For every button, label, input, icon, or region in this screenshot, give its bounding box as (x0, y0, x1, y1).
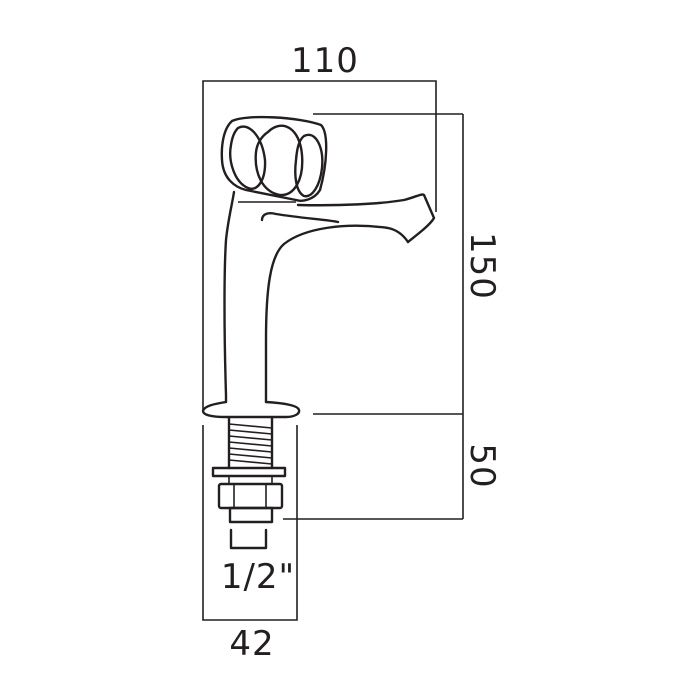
width-frame-line (202, 80, 437, 410)
tap-height-label: 150 (462, 232, 502, 300)
base-frame-line (202, 425, 298, 621)
thread-size-label: 1/2" (221, 557, 295, 597)
top-width-label: 110 (291, 41, 359, 81)
dimension-labels: 110 150 50 1/2" 42 (221, 41, 502, 664)
tap-outline (201, 115, 436, 550)
base-flange (201, 400, 301, 419)
base-width-label: 42 (229, 624, 274, 664)
back-nut (211, 466, 287, 510)
connector (228, 506, 274, 550)
body-and-spout (223, 190, 436, 404)
shank-length-label: 50 (462, 443, 502, 488)
handle (220, 115, 328, 202)
threaded-shank (227, 416, 274, 470)
dimension-lines (202, 80, 464, 621)
